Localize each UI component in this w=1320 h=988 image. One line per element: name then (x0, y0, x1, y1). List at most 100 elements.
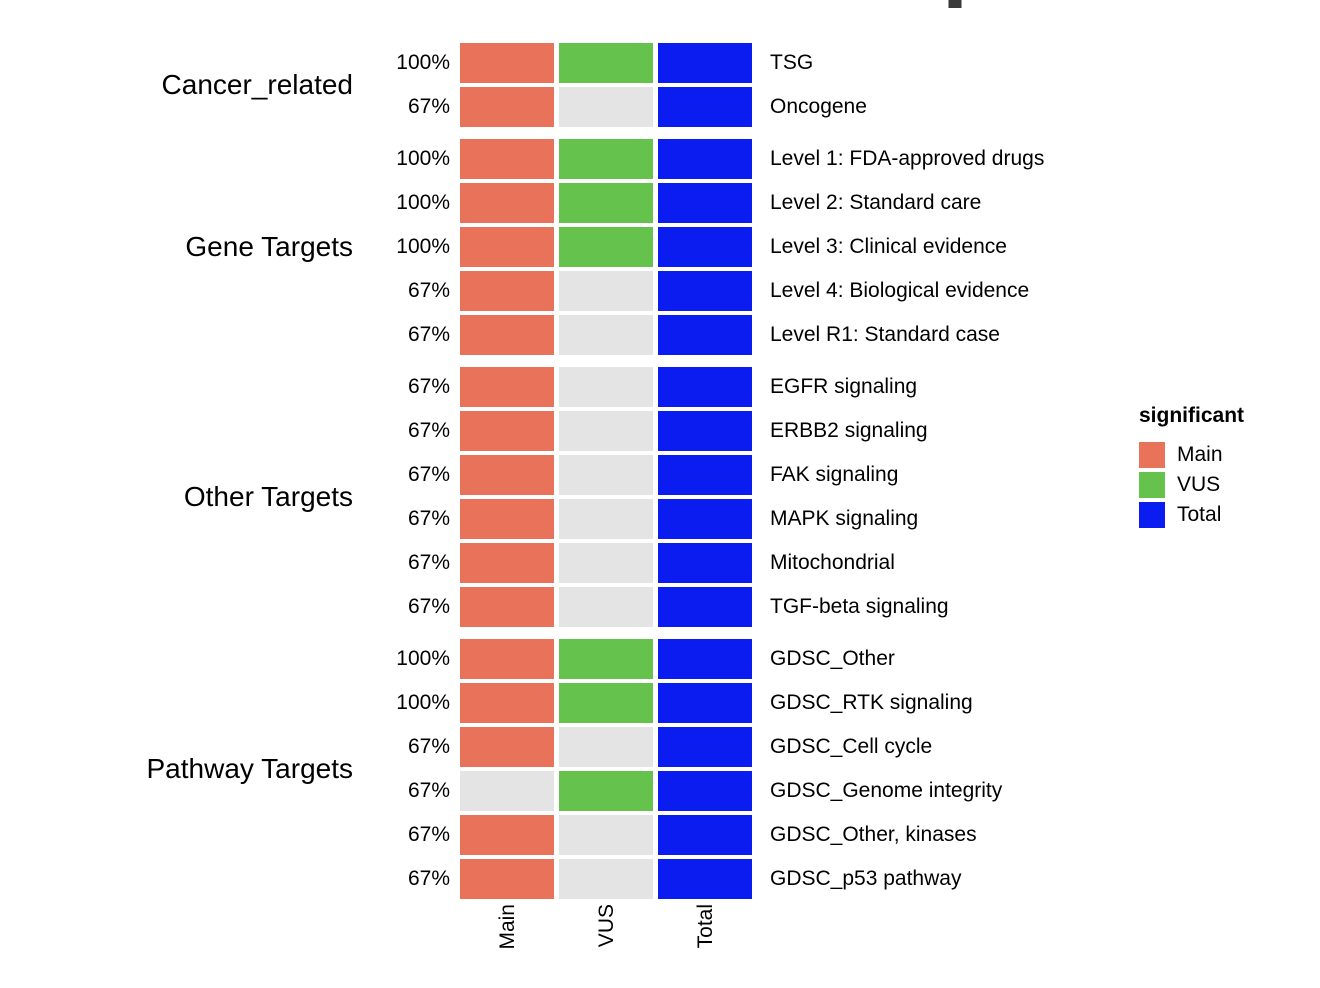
row-label-level-2-standard-care: Level 2: Standard care (770, 191, 982, 214)
cell-vus-egfr-signaling (559, 367, 653, 407)
row-percent-label: 67% (407, 507, 450, 530)
cell-total-gdsc-cell-cycle (658, 727, 752, 767)
row-percent-label: 67% (407, 95, 450, 118)
cell-main-fak-signaling (460, 455, 554, 495)
group-label-cancer-related: Cancer_related (161, 69, 353, 100)
row-label-tgf-beta-signaling: TGF-beta signaling (770, 595, 949, 618)
row-percent-label: 67% (407, 735, 450, 758)
cell-vus-gdsc-p53-pathway (559, 859, 653, 899)
cell-total-level-3-clinical-evidence (658, 227, 752, 267)
legend-label-main: Main (1177, 443, 1223, 466)
row-label-level-4-biological-evidence: Level 4: Biological evidence (770, 279, 1030, 302)
cell-total-tsg (658, 43, 752, 83)
cell-total-mitochondrial (658, 543, 752, 583)
cell-vus-level-2-standard-care (559, 183, 653, 223)
chart-row-egfr-signaling: 67% EGFR signaling (0, 367, 1044, 407)
row-percent-label: 67% (407, 463, 450, 486)
cell-main-erbb2-signaling (460, 411, 554, 451)
cell-vus-mitochondrial (559, 543, 653, 583)
row-percent-label: 67% (407, 823, 450, 846)
row-percent-label: 67% (407, 419, 450, 442)
chart-row-tsg: 100%TSG (0, 43, 1044, 83)
cell-vus-gdsc-cell-cycle (559, 727, 653, 767)
row-label-level-3-clinical-evidence: Level 3: Clinical evidence (770, 235, 1007, 258)
cell-vus-level-1-fda-approved-drugs (559, 139, 653, 179)
row-label-level-r1-standard-case: Level R1: Standard case (770, 323, 1000, 346)
row-percent-label: 100% (396, 147, 450, 170)
cell-total-gdsc-rtk-signaling (658, 683, 752, 723)
cell-vus-tsg (559, 43, 653, 83)
chart-row-tgf-beta-signaling: 67% TGF-beta signaling (0, 587, 1044, 627)
x-axis-label-slot-total: Total (658, 904, 752, 950)
cell-vus-level-3-clinical-evidence (559, 227, 653, 267)
row-label-fak-signaling: FAK signaling (770, 463, 899, 486)
cell-main-gdsc-other (460, 639, 554, 679)
row-label-gdsc-rtk-signaling: GDSC_RTK signaling (770, 691, 973, 714)
cell-vus-level-4-biological-evidence (559, 271, 653, 311)
cell-main-level-r1-standard-case (460, 315, 554, 355)
cell-main-level-4-biological-evidence (460, 271, 554, 311)
legend-title: significant (1139, 404, 1245, 427)
row-label-gdsc-other: GDSC_Other (770, 647, 895, 670)
row-percent-label: 100% (396, 647, 450, 670)
cell-total-level-r1-standard-case (658, 315, 752, 355)
row-group-gene-targets: Gene Targets 100% Level 1: FDA-approved dr… (0, 139, 1044, 355)
chart-row-mapk-signaling: 67%MAPK signaling (0, 499, 1044, 539)
cell-total-gdsc-other-kinases (658, 815, 752, 855)
chart-row-gdsc-cell-cycle: 67% GDSC_Cell cycle (0, 727, 1044, 767)
row-label-gdsc-other-kinases: GDSC_Other, kinases (770, 823, 977, 846)
chart-row-erbb2-signaling: 67%ERBB2 signaling (0, 411, 1044, 451)
chart-row-gdsc-p53-pathway: 67%GDSC_p53 pathway (0, 859, 1044, 899)
cell-total-egfr-signaling (658, 367, 752, 407)
row-percent-label: 67% (407, 375, 450, 398)
legend-swatch-vus (1139, 472, 1165, 498)
group-label-pathway-targets: Pathway Targets (146, 753, 354, 784)
legend-item-main: Main (1139, 442, 1244, 468)
cell-vus-mapk-signaling (559, 499, 653, 539)
cell-main-gdsc-genome-integrity (460, 771, 554, 811)
cell-vus-erbb2-signaling (559, 411, 653, 451)
row-label-gdsc-cell-cycle: GDSC_Cell cycle (770, 735, 933, 758)
cell-main-level-3-clinical-evidence (460, 227, 554, 267)
cell-total-level-4-biological-evidence (658, 271, 752, 311)
chart-row-fak-signaling: 67% FAK signaling (0, 455, 1044, 495)
chart-row-level-3-clinical-evidence: 100% Level 3: Clinical evidence (0, 227, 1044, 267)
cell-main-tgf-beta-signaling (460, 587, 554, 627)
row-percent-label: 100% (396, 51, 450, 74)
legend-item-total: Total (1139, 502, 1244, 528)
chart-row-level-r1-standard-case: 67%Level R1: Standard case (0, 315, 1044, 355)
cell-main-level-1-fda-approved-drugs (460, 139, 554, 179)
cell-main-tsg (460, 43, 554, 83)
x-axis-label-slot-vus: VUS (559, 904, 653, 950)
row-percent-label: 67% (407, 867, 450, 890)
cell-main-gdsc-other-kinases (460, 815, 554, 855)
cell-main-gdsc-p53-pathway (460, 859, 554, 899)
chart-row-gdsc-other: 100% GDSC_Other (0, 639, 1044, 679)
cell-vus-gdsc-genome-integrity (559, 771, 653, 811)
chart-row-oncogene: 67%Oncogene (0, 87, 1044, 127)
row-percent-label: 67% (407, 279, 450, 302)
group-label-gene-targets: Gene Targets (185, 231, 353, 262)
row-label-egfr-signaling: EGFR signaling (770, 375, 918, 398)
legend-label-vus: VUS (1177, 473, 1221, 496)
cell-total-gdsc-other (658, 639, 752, 679)
row-percent-label: 100% (396, 191, 450, 214)
cell-total-erbb2-signaling (658, 411, 752, 451)
cell-total-fak-signaling (658, 455, 752, 495)
chart-row-mitochondrial: 67%Mitochondrial (0, 543, 1044, 583)
row-percent-label: 67% (407, 551, 450, 574)
chart-row-level-1-fda-approved-drugs: 100% Level 1: FDA-approved drugs (0, 139, 1044, 179)
cell-total-gdsc-p53-pathway (658, 859, 752, 899)
row-percent-label: 100% (396, 235, 450, 258)
row-label-level-1-fda-approved-drugs: Level 1: FDA-approved drugs (770, 147, 1045, 170)
legend-label-total: Total (1177, 503, 1222, 526)
cell-total-mapk-signaling (658, 499, 752, 539)
cell-vus-fak-signaling (559, 455, 653, 495)
row-percent-label: 67% (407, 595, 450, 618)
cell-main-mapk-signaling (460, 499, 554, 539)
